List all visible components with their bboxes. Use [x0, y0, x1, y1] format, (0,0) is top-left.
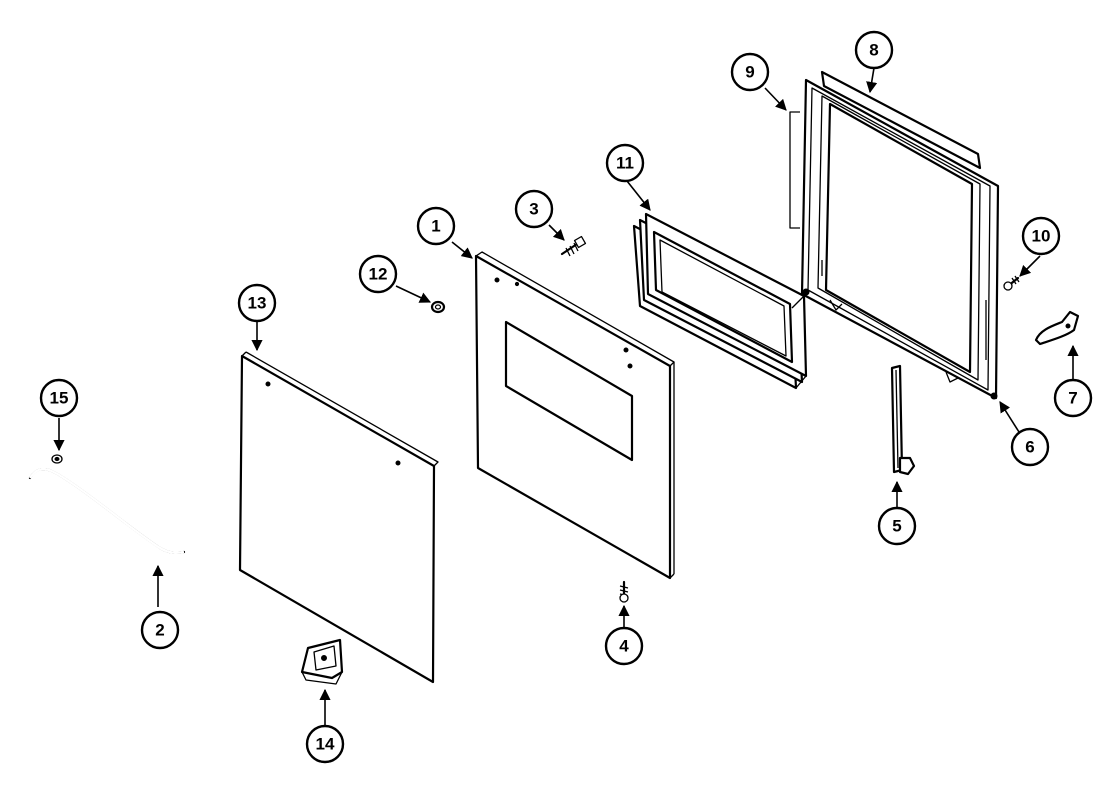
- part-screw-top: [560, 235, 587, 257]
- callout-4: 4: [604, 626, 644, 666]
- callout-label: 7: [1068, 389, 1077, 408]
- callout-label: 9: [745, 63, 754, 82]
- callout-label: 3: [529, 200, 538, 219]
- callout-label: 4: [619, 637, 629, 656]
- part-nut: [430, 300, 446, 314]
- callout-14: 14: [305, 724, 345, 764]
- part-vertical-channel: [890, 364, 916, 476]
- callout-13: 13: [237, 283, 277, 323]
- part-latch-hook: [1034, 310, 1080, 346]
- part-hinge-bracket: [300, 638, 344, 685]
- part-window-pack: [632, 212, 808, 390]
- part-outer-door-panel: [474, 251, 675, 580]
- callout-10: 10: [1021, 216, 1061, 256]
- callout-label: 1: [431, 217, 440, 236]
- callout-label: 14: [316, 735, 335, 754]
- callout-label: 6: [1025, 438, 1034, 457]
- part-gasket-strip: [28, 467, 186, 555]
- leader-lines: [53, 67, 1079, 725]
- callout-label: 2: [155, 621, 164, 640]
- callout-3: 3: [514, 189, 554, 229]
- part-top-trim: [820, 70, 982, 170]
- part-clip: [51, 454, 63, 464]
- callout-label: 5: [892, 517, 901, 536]
- part-screw-bottom: [619, 580, 629, 603]
- callout-1: 1: [416, 206, 456, 246]
- callout-5: 5: [877, 506, 917, 546]
- callout-label: 8: [869, 41, 878, 60]
- part-inner-door-liner: [800, 78, 1000, 400]
- callout-label: 12: [369, 265, 388, 284]
- callout-6: 6: [1010, 427, 1050, 467]
- callout-12: 12: [358, 254, 398, 294]
- callout-label: 13: [248, 294, 267, 313]
- callout-label: 15: [50, 389, 69, 408]
- part-screw-side: [1003, 275, 1020, 291]
- part-inner-door-panel: [238, 351, 439, 684]
- callout-8: 8: [854, 30, 894, 70]
- callout-label: 11: [616, 154, 634, 173]
- callout-11: 11: [605, 143, 645, 183]
- callout-label: 10: [1032, 227, 1051, 246]
- part-liner-side-bracket: [789, 111, 800, 229]
- callout-7: 7: [1053, 378, 1093, 418]
- callout-2: 2: [140, 610, 180, 650]
- callout-15: 15: [39, 378, 79, 418]
- callout-9: 9: [730, 52, 770, 92]
